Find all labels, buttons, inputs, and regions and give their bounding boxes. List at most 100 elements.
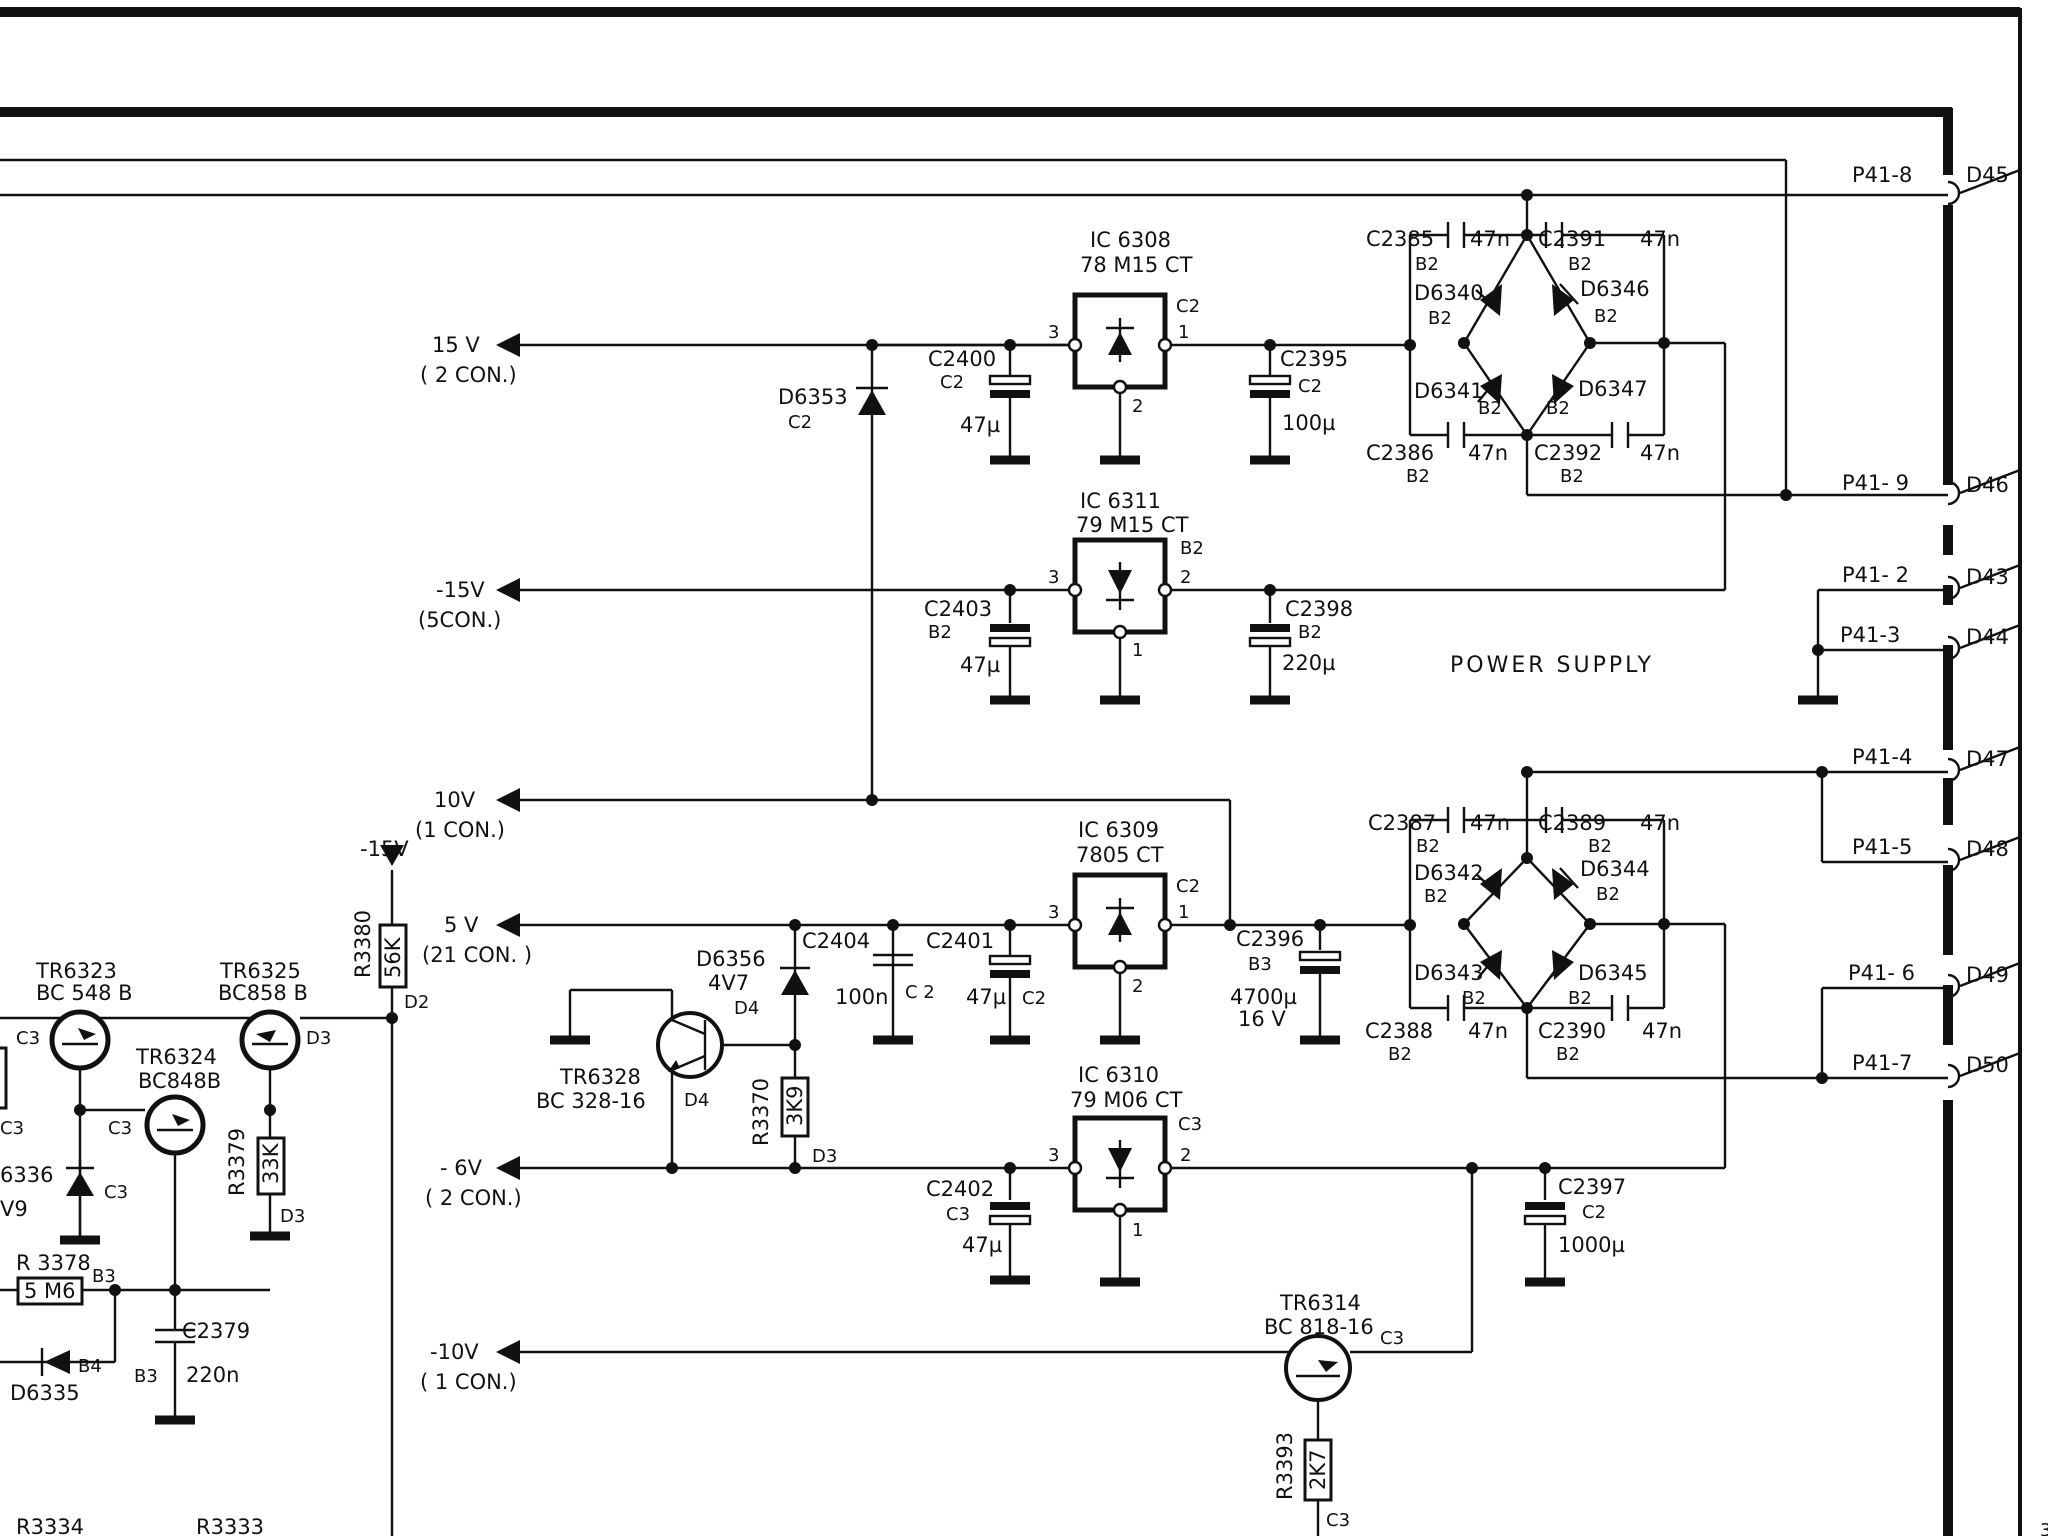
connector-net-d47: D47	[1966, 747, 2009, 771]
tr6324-grid: C3	[108, 1118, 132, 1139]
d6356-ref: D6356	[696, 947, 766, 971]
connector-net-d46: D46	[1966, 473, 2009, 497]
d6347-grid: B2	[1546, 398, 1570, 419]
resistor-r3380: 56K R3380 D2	[351, 910, 429, 1013]
tr6324-part: BC848B	[138, 1069, 221, 1093]
c2379-grid: B3	[134, 1366, 158, 1387]
connector-net-d48: D48	[1966, 837, 2009, 861]
ic6310-pin-gnd: 1	[1132, 1220, 1143, 1241]
regulator-ic6311: IC 6311 79 M15 CT B2 3 2 1	[1048, 489, 1204, 661]
ic6308-grid: C2	[1176, 296, 1200, 317]
c2400-value: 47µ	[960, 413, 1000, 437]
ic6311-pin-in: 3	[1048, 567, 1059, 588]
d6344-grid: B2	[1596, 884, 1620, 905]
c2396-rating: 16 V	[1238, 1007, 1286, 1031]
ic6310-part: 79 M06 CT	[1070, 1088, 1183, 1112]
capacitor-c2402: C2402 C3 47µ	[926, 1177, 1032, 1285]
tr6314-grid: C3	[1380, 1328, 1404, 1349]
d6335-ref: D6335	[10, 1381, 80, 1405]
d6346-grid: B2	[1594, 306, 1618, 327]
c2390-grid: B2	[1556, 1044, 1580, 1065]
r3393-value: 2K7	[1306, 1450, 1330, 1491]
connector-net-d45: D45	[1966, 163, 2009, 187]
c2387-value: 47n	[1470, 811, 1510, 835]
d6345-ref: D6345	[1578, 961, 1648, 985]
d6336-value: V9	[0, 1197, 28, 1221]
c2395-ref: C2395	[1280, 347, 1348, 371]
connector-net-d49: D49	[1966, 963, 2009, 987]
ic6308-pin-gnd: 2	[1132, 396, 1143, 417]
c2389-value: 47n	[1640, 811, 1680, 835]
ic6311-pin-gnd: 1	[1132, 640, 1143, 661]
ic6310-pin-in: 3	[1048, 1145, 1059, 1166]
d6340-ref: D6340	[1414, 281, 1484, 305]
ic6311-grid: B2	[1180, 538, 1204, 559]
ic6309-ref: IC 6309	[1078, 818, 1159, 842]
c2391-grid: B2	[1568, 254, 1592, 275]
d6335-grid: B4	[78, 1356, 102, 1377]
connector-pin-p41-4: P41-4	[1852, 745, 1912, 769]
rail-m15v-note: (5CON.)	[418, 608, 501, 632]
connector-pin-p41-3: P41-3	[1840, 623, 1900, 647]
regulator-ic6310: IC 6310 79 M06 CT C3 3 2 1	[1048, 1063, 1202, 1241]
partial-resistor-left	[0, 1046, 8, 1110]
tr6314-part: BC 818-16	[1264, 1315, 1374, 1339]
c2400-grid: C2	[940, 372, 964, 393]
c2402-ref: C2402	[926, 1177, 994, 1201]
bridge-2-diodes	[1475, 867, 1579, 981]
c2388-grid: B2	[1388, 1044, 1412, 1065]
r3379-ref: R3379	[225, 1128, 249, 1196]
transistor-tr6314: TR6314 BC 818-16 C3	[1264, 1291, 1404, 1402]
r3379-value: 33K	[259, 1142, 283, 1184]
tr6323-grid: C3	[16, 1028, 40, 1049]
capacitor-c2401: C2401 C2 47µ	[926, 929, 1046, 1045]
tr6324-ref: TR6324	[135, 1045, 217, 1069]
ic6309-pin-out: 1	[1178, 902, 1189, 923]
c2397-ref: C2397	[1558, 1175, 1626, 1199]
rail-m10v-note: ( 1 CON.)	[420, 1370, 517, 1394]
c2403-ref: C2403	[924, 597, 992, 621]
d6356-value: 4V7	[708, 971, 749, 995]
c2390-value: 47n	[1642, 1019, 1682, 1043]
tr6328-ref: TR6328	[559, 1065, 641, 1089]
connector-net-d50: D50	[1966, 1053, 2009, 1077]
c2386-value: 47n	[1468, 441, 1508, 465]
d6353-ref: D6353	[778, 385, 848, 409]
drawing-frame	[0, 7, 2022, 1536]
rail-m6v-label: - 6V	[440, 1156, 483, 1180]
c2388-ref: C2388	[1365, 1019, 1433, 1043]
rail-m6v-note: ( 2 CON.)	[425, 1186, 522, 1210]
ic6311-ref: IC 6311	[1080, 489, 1161, 513]
rail-5v-label: 5 V	[444, 913, 479, 937]
connector-pin-p41-6: P41- 6	[1848, 961, 1915, 985]
r3380-ref: R3380	[351, 910, 375, 978]
tr6325-grid: D3	[306, 1028, 331, 1049]
rail-5v-note: (21 CON. )	[422, 943, 532, 967]
resistor-r3379: 33K R3379 D3	[225, 1128, 305, 1241]
c2387-grid: B2	[1416, 836, 1440, 857]
c2395-value: 100µ	[1282, 411, 1335, 435]
r3380-value: 56K	[381, 936, 405, 978]
d6347-ref: D6347	[1578, 377, 1648, 401]
connector-net-d44: D44	[1966, 625, 2009, 649]
capacitor-c2403: C2403 B2 47µ	[924, 597, 1032, 705]
tr6323-ref: TR6323	[35, 959, 117, 983]
rail-10v-label: 10V	[434, 788, 476, 812]
resistor-r3370: 3K9 R3370 D3	[749, 1076, 837, 1167]
r3379-grid: D3	[280, 1206, 305, 1227]
power-supply-title: POWER SUPPLY	[1450, 653, 1654, 678]
diode-d6353: D6353 C2	[778, 385, 888, 433]
capacitor-c2404: C2404 C 2 100n	[802, 929, 935, 1045]
wires	[0, 158, 1948, 1536]
tr6328-grid: D4	[684, 1090, 709, 1111]
c2401-grid: C2	[1022, 988, 1046, 1009]
c2391-ref: C2391	[1538, 227, 1606, 251]
rail-arrows	[380, 333, 520, 1364]
ic6311-part: 79 M15 CT	[1076, 513, 1189, 537]
d6356-grid: D4	[734, 998, 759, 1019]
c2403-value: 47µ	[960, 653, 1000, 677]
tr6325-part: BC858 B	[218, 981, 308, 1005]
ic6308-pin-out: 1	[1178, 322, 1189, 343]
d6343-ref: D6343	[1414, 961, 1484, 985]
